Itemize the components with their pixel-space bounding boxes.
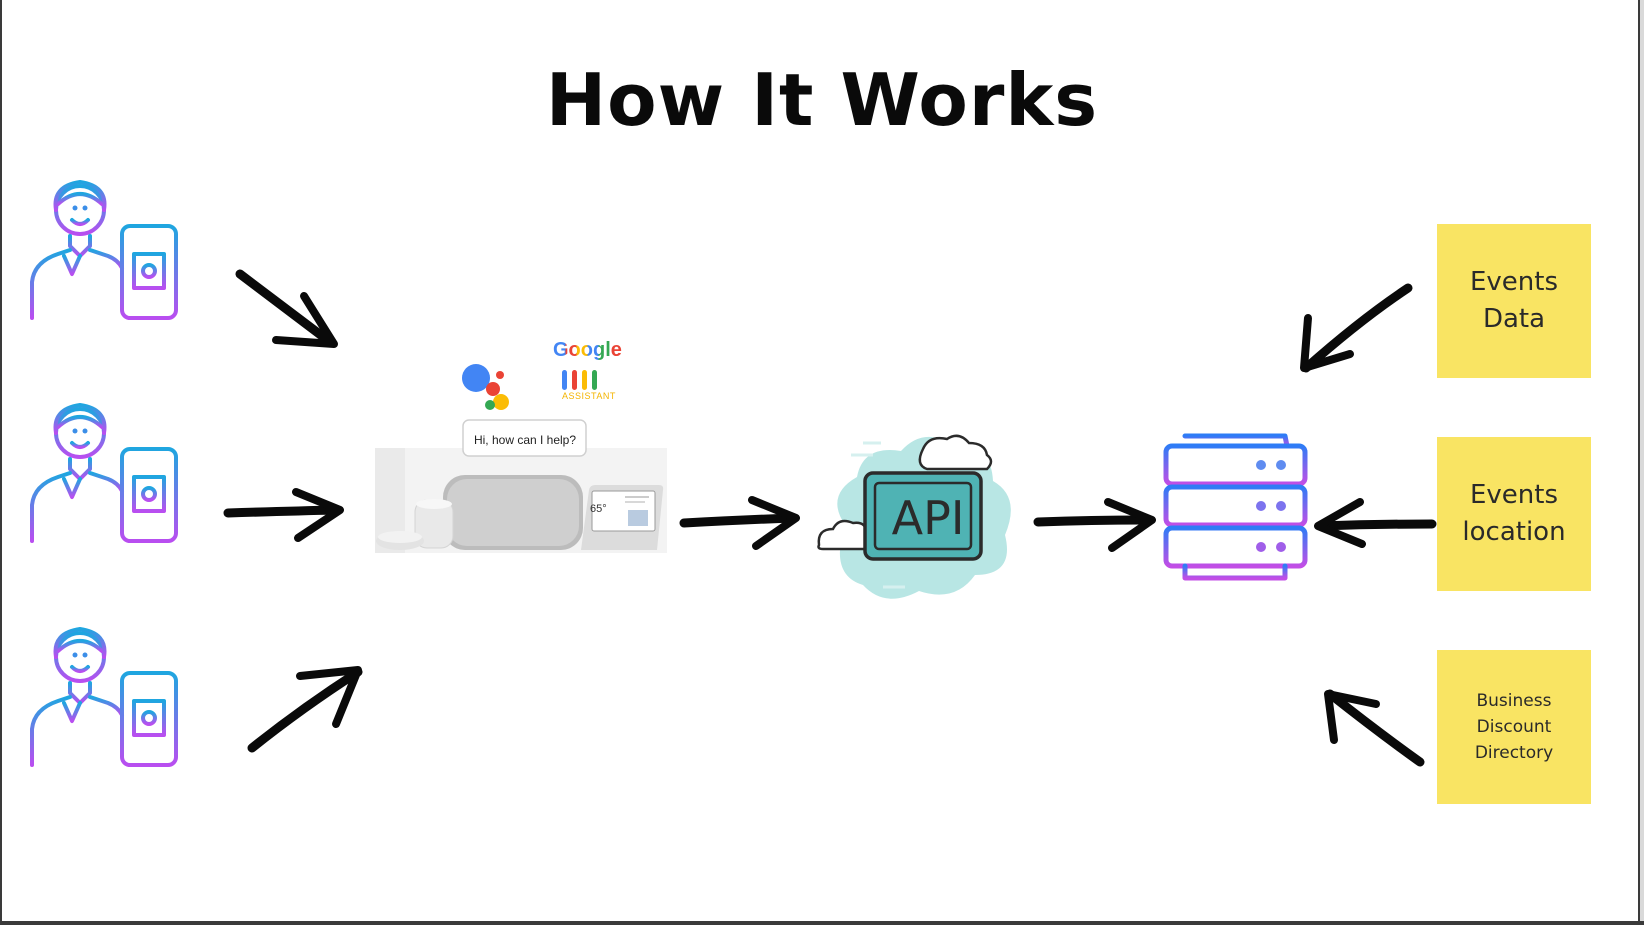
google-assistant-devices-icon bbox=[375, 335, 670, 567]
arrow-user3-to-assistant bbox=[247, 666, 363, 753]
arrow-user1-to-assistant bbox=[235, 269, 338, 348]
google-assistant-label: ASSISTANT bbox=[562, 391, 616, 401]
hub-screen-temperature: 65° bbox=[590, 503, 607, 515]
arrow-business-directory-to-server bbox=[1324, 689, 1425, 767]
user-with-phone-icon bbox=[28, 393, 188, 553]
arrow-events-location-to-server bbox=[1314, 498, 1437, 548]
note-business-discount-directory: Business Discount Directory bbox=[1437, 650, 1591, 804]
api-cloud-icon bbox=[815, 425, 1025, 605]
api-label: API bbox=[891, 491, 965, 545]
frame-border-left bbox=[0, 0, 2, 925]
user-with-phone-icon bbox=[28, 170, 188, 330]
frame-border-bottom bbox=[0, 921, 1644, 925]
frame-border-right bbox=[1638, 0, 1644, 925]
arrow-api-to-server bbox=[1033, 498, 1156, 552]
arrow-assistant-to-api bbox=[679, 496, 800, 550]
page-title: How It Works bbox=[545, 58, 1099, 142]
note-events-data: Events Data bbox=[1437, 224, 1591, 378]
google-logo-text: Google bbox=[553, 339, 622, 361]
user-with-phone-icon bbox=[28, 617, 188, 777]
arrow-events-data-to-server bbox=[1300, 283, 1413, 373]
note-events-location: Events location bbox=[1437, 437, 1591, 591]
server-rack-icon bbox=[1163, 432, 1308, 592]
arrow-user2-to-assistant bbox=[223, 488, 344, 542]
assistant-speech-bubble: Hi, how can I help? bbox=[473, 433, 577, 447]
